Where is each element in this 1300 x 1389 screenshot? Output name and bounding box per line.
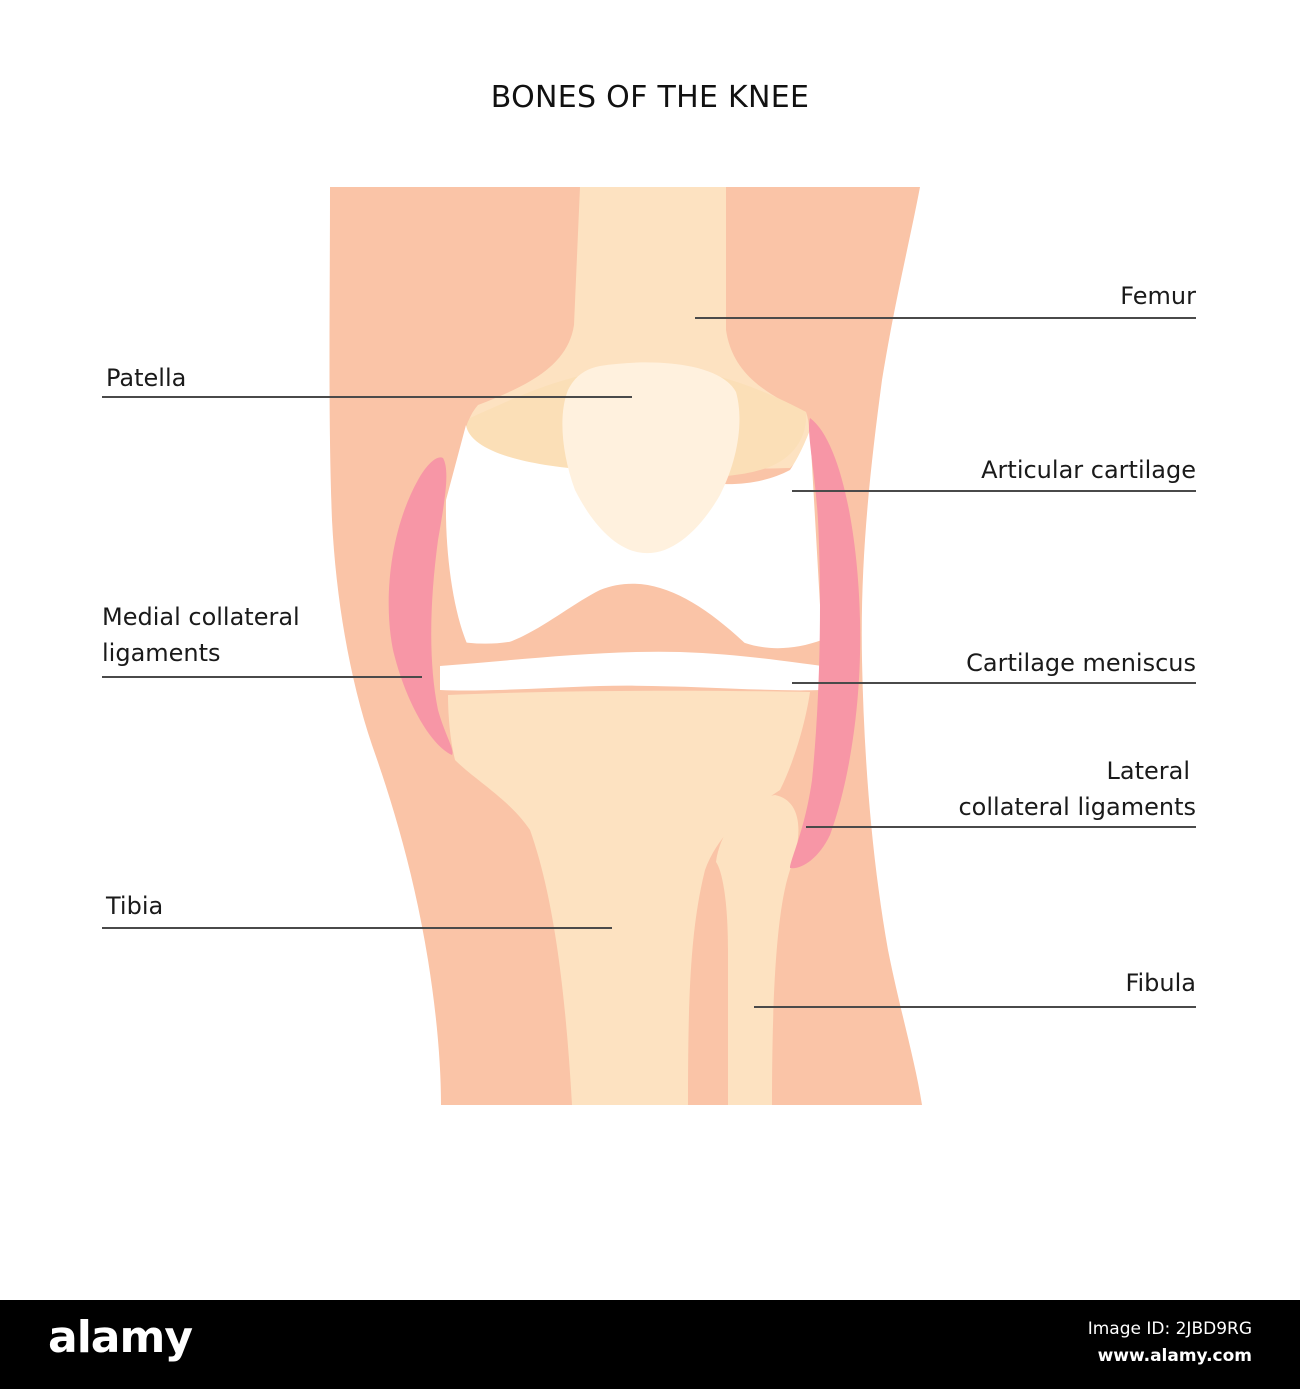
leader-articular-cartilage bbox=[792, 490, 1196, 492]
label-femur: Femur bbox=[1120, 282, 1196, 310]
label-patella: Patella bbox=[106, 364, 187, 392]
tibial-plateau bbox=[445, 588, 822, 670]
label-medial-collateral-line2: ligaments bbox=[102, 639, 221, 667]
leader-lateral-collateral bbox=[806, 826, 1196, 828]
leader-tibia bbox=[102, 927, 612, 929]
leader-patella bbox=[102, 396, 632, 398]
label-fibula: Fibula bbox=[1125, 969, 1196, 997]
patella-bone bbox=[562, 362, 740, 554]
label-cartilage-meniscus: Cartilage meniscus bbox=[966, 649, 1196, 677]
label-medial-collateral-line1: Medial collateral bbox=[102, 603, 300, 631]
leader-cartilage-meniscus bbox=[792, 682, 1196, 684]
tibia-bone bbox=[448, 690, 810, 1105]
label-articular-cartilage: Articular cartilage bbox=[981, 456, 1196, 484]
meniscus-band bbox=[440, 651, 822, 691]
label-tibia: Tibia bbox=[106, 892, 164, 920]
fibula-bone bbox=[716, 795, 799, 1105]
watermark-logo: alamy bbox=[48, 1312, 193, 1363]
watermark-image-info: Image ID: 2JBD9RG www.alamy.com bbox=[1088, 1316, 1252, 1370]
lateral-collateral-ligament bbox=[790, 418, 861, 869]
watermark-bar: alamy Image ID: 2JBD9RG www.alamy.com bbox=[0, 1300, 1300, 1389]
leader-medial-collateral bbox=[102, 676, 422, 678]
watermark-url: www.alamy.com bbox=[1097, 1346, 1252, 1366]
leader-fibula bbox=[754, 1006, 1196, 1008]
label-lateral-collateral-line1: Lateral bbox=[1106, 757, 1191, 785]
watermark-image-id: Image ID: 2JBD9RG bbox=[1087, 1319, 1252, 1339]
label-lateral-collateral-line2: collateral ligaments bbox=[958, 793, 1196, 821]
diagram-title: BONES OF THE KNEE bbox=[490, 80, 810, 115]
medial-collateral-ligament bbox=[388, 457, 453, 755]
leader-femur bbox=[695, 317, 1196, 319]
